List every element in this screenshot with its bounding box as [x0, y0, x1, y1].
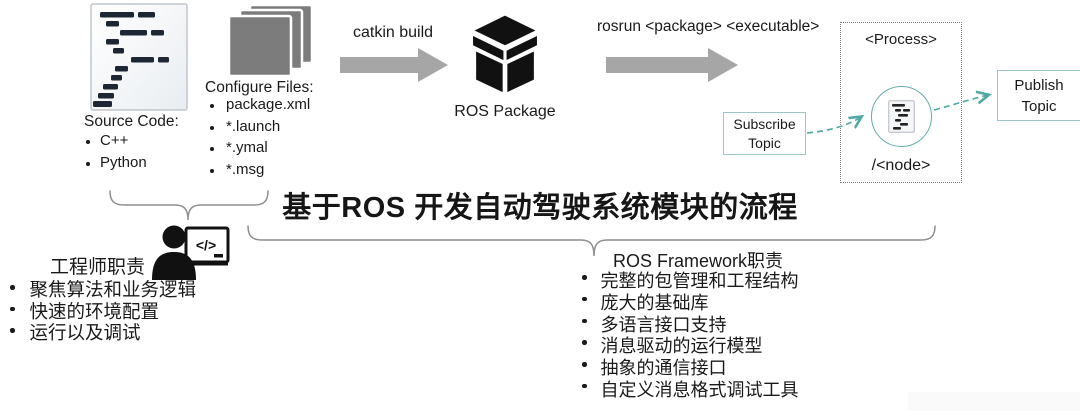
process-label: <Process>: [865, 31, 937, 48]
list-item: *.launch: [206, 118, 310, 140]
code-node-icon: [888, 100, 915, 133]
list-item-label: *.ymal: [226, 139, 268, 156]
source-code-icon: [90, 3, 188, 111]
list-item: *.msg: [206, 161, 310, 183]
person-head: [162, 225, 186, 249]
bullet-icon: [10, 306, 15, 311]
list-item: 消息驱动的运行模型: [580, 332, 799, 356]
rosrun-label: rosrun <package> <executable>: [597, 18, 820, 35]
bullet-icon: [582, 362, 587, 367]
bullet-icon: [582, 340, 587, 345]
subscribe-topic-box: Subscribe Topic: [723, 112, 806, 155]
stacked-pages-icon: [227, 4, 314, 78]
framework-list: 完整的包管理和工程结构 庞大的基础库 多语言接口支持 消息驱动的运行模型 抽象的…: [580, 267, 799, 400]
watermark-strip: [908, 392, 1080, 411]
list-item: 快速的环境配置: [8, 298, 196, 322]
node-circle: [871, 86, 932, 147]
list-item-label: 抽象的通信接口: [600, 358, 727, 379]
bullet-icon: [86, 140, 90, 144]
list-item: *.ymal: [206, 139, 310, 161]
configure-files-label: Configure Files:: [205, 79, 314, 96]
engineer-brace: [109, 190, 269, 221]
bullet-icon: [210, 125, 214, 130]
list-item-label: 运行以及调试: [29, 322, 141, 343]
framework-brace: [247, 225, 936, 257]
engineer-list: 聚焦算法和业务逻辑 快速的环境配置 运行以及调试: [8, 276, 196, 343]
list-item: Python: [84, 154, 147, 176]
bullet-icon: [210, 147, 214, 151]
list-item: 聚焦算法和业务逻辑: [8, 276, 196, 300]
bullet-icon: [10, 285, 15, 290]
configure-files-list: package.xml *.launch *.ymal *.msg: [206, 96, 310, 182]
person-body: [152, 252, 196, 280]
list-item-label: 自定义消息格式调试工具: [600, 379, 799, 400]
list-item: 庞大的基础库: [580, 289, 799, 313]
bullet-icon: [582, 275, 587, 280]
bullet-icon: [582, 383, 587, 389]
list-item-label: 完整的包管理和工程结构: [600, 271, 799, 291]
subscribe-topic-label: Subscribe Topic: [733, 115, 796, 151]
list-item: C++: [84, 132, 147, 154]
list-item-label: 多语言接口支持: [600, 314, 727, 335]
bullet-icon: [210, 168, 214, 173]
page-title: 基于ROS 开发自动驾驶系统模块的流程: [282, 192, 798, 224]
publish-topic-box: Publish Topic: [997, 70, 1080, 121]
list-item-label: 快速的环境配置: [29, 300, 160, 322]
list-item: package.xml: [206, 96, 310, 118]
list-item-label: 消息驱动的运行模型: [600, 336, 763, 357]
list-item: 自定义消息格式调试工具: [580, 376, 799, 400]
list-item-label: *.launch: [226, 117, 281, 135]
bullet-icon: [86, 162, 90, 166]
ros-package-label: ROS Package: [454, 103, 556, 120]
list-item-label: Python: [100, 154, 147, 171]
rosrun-arrow-icon: [606, 48, 738, 82]
list-item-label: 聚焦算法和业务逻辑: [29, 279, 197, 300]
node-label: /<node>: [871, 157, 931, 174]
list-item: 抽象的通信接口: [580, 354, 799, 378]
catkin-build-label: catkin build: [352, 24, 434, 41]
list-item-label: 庞大的基础库: [600, 292, 709, 313]
process-box: <Process> /<node>: [840, 22, 962, 183]
list-item-label: package.xml: [226, 96, 311, 113]
bullet-icon: [582, 318, 587, 324]
bullet-icon: [210, 104, 214, 108]
ros-package-icon: [473, 15, 537, 93]
list-item: 完整的包管理和工程结构: [580, 267, 799, 291]
publish-topic-label: Publish Topic: [1014, 76, 1064, 115]
source-code-list: C++ Python: [84, 132, 147, 176]
list-item: 运行以及调试: [8, 319, 196, 343]
list-item-label: *.msg: [226, 160, 265, 178]
bullet-icon: [10, 328, 15, 333]
catkin-build-arrow-icon: [340, 48, 448, 82]
bullet-icon: [582, 296, 587, 302]
engineer-heading: 工程师职责: [50, 257, 146, 278]
engineer-avatar-icon: </>: [152, 225, 230, 280]
list-item: 多语言接口支持: [580, 311, 799, 335]
list-item-label: C++: [100, 132, 129, 149]
source-code-label: Source Code:: [84, 113, 179, 130]
code-glyph: </>: [196, 237, 216, 253]
